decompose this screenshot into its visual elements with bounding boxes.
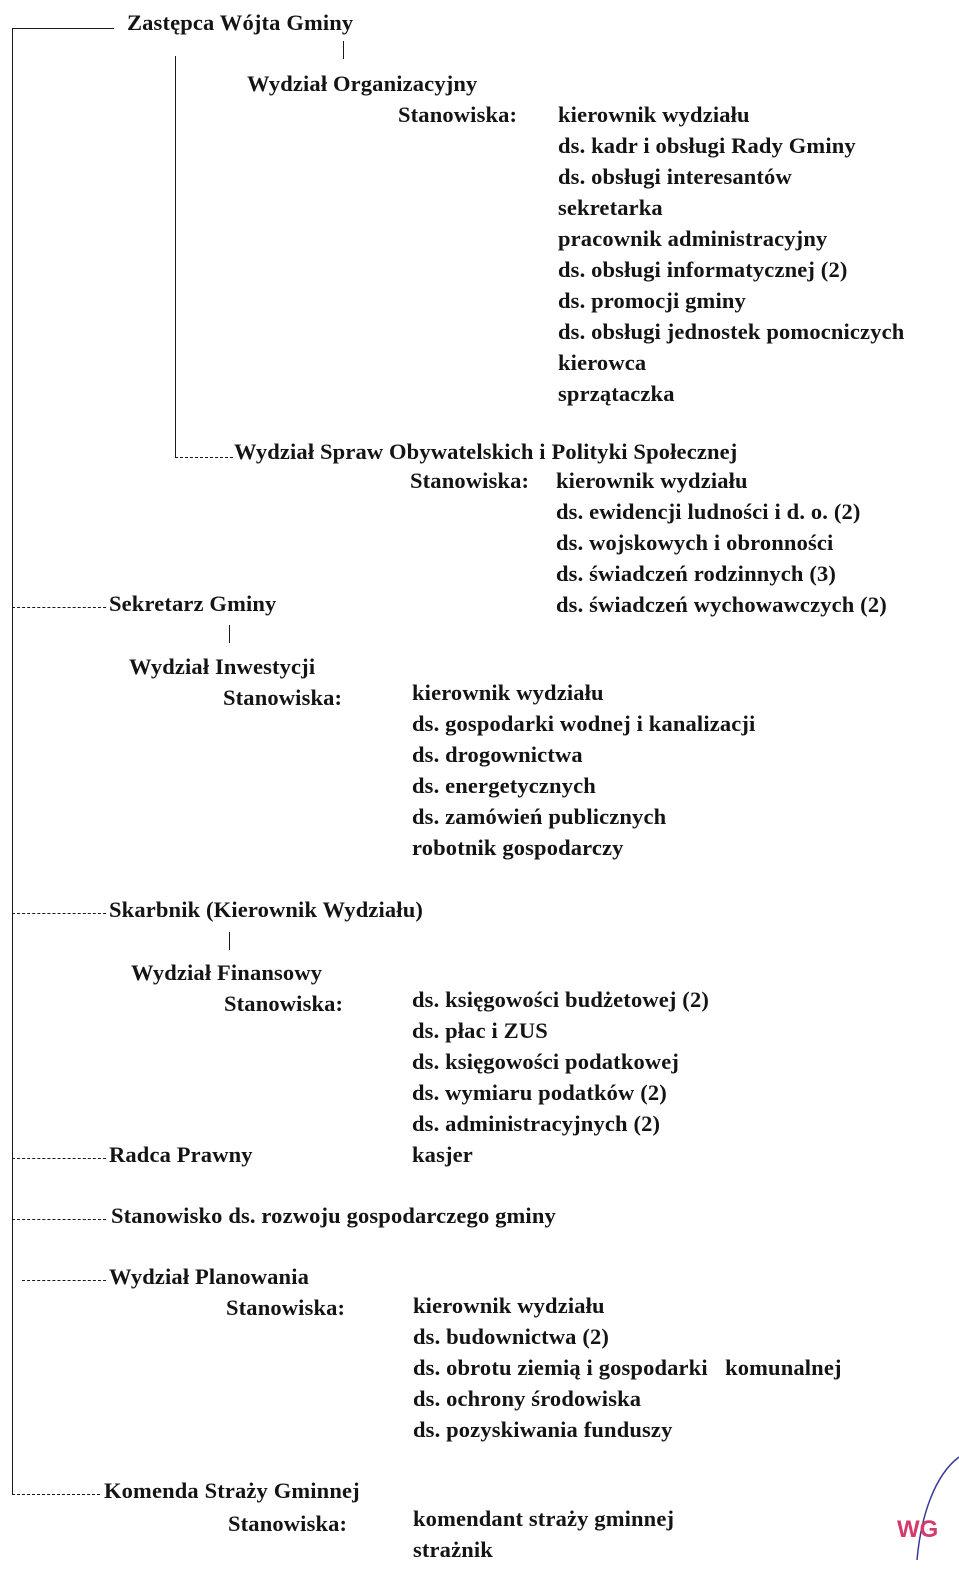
position-item: ds. promocji gminy xyxy=(558,288,746,313)
position-item: kierownik wydziału xyxy=(412,680,604,705)
position-item: ds. energetycznych xyxy=(412,773,596,798)
stamp-text: WG xyxy=(897,1516,938,1543)
position-item: ds. księgowości budżetowej (2) xyxy=(412,987,709,1012)
position-item: ds. obrotu ziemią i gospodarki komunalne… xyxy=(413,1355,842,1380)
connector-legal xyxy=(12,1158,106,1159)
finance-dept-name: Wydział Finansowy xyxy=(131,960,323,985)
position-item: ds. zamówień publicznych xyxy=(412,804,667,829)
finance-positions-label: Stanowiska: xyxy=(224,991,344,1016)
connector-economic-development xyxy=(12,1219,106,1220)
civic-positions-label: Stanowiska: xyxy=(410,468,530,493)
position-item: ds. świadczeń wychowawczych (2) xyxy=(556,592,887,617)
position-item: ds. wojskowych i obronności xyxy=(556,530,834,555)
treasurer-tick xyxy=(229,932,230,950)
deputy-mayor-tick xyxy=(343,41,344,59)
position-item: ds. księgowości podatkowej xyxy=(412,1049,680,1074)
guard-positions-list: komendant straży gminnej strażnik xyxy=(413,1506,675,1570)
position-item: ds. ochrony środowiska xyxy=(413,1386,642,1411)
civic-positions-list: kierownik wydziału ds. ewidencji ludnośc… xyxy=(556,468,887,625)
connector-deputy-mayor xyxy=(12,28,114,29)
position-item: ds. obsługi jednostek pomocniczych xyxy=(558,319,905,344)
guard-positions-label: Stanowiska: xyxy=(228,1511,348,1536)
position-item: kierownik wydziału xyxy=(556,468,748,493)
deputy-mayor-branch-line xyxy=(175,56,176,457)
connector-treasurer xyxy=(12,913,106,914)
secretary-tick xyxy=(229,625,230,643)
position-item: komendant straży gminnej xyxy=(413,1506,675,1531)
deputy-mayor-title: Zastępca Wójta Gminy xyxy=(127,10,354,35)
connector-planning xyxy=(22,1280,106,1281)
planning-dept-name: Wydział Planowania xyxy=(109,1264,310,1289)
position-item: ds. obsługi informatycznej (2) xyxy=(558,257,848,282)
position-item: ds. budownictwa (2) xyxy=(413,1324,610,1349)
investment-positions-label: Stanowiska: xyxy=(223,685,343,710)
organizational-positions-list: kierownik wydziału ds. kadr i obsługi Ra… xyxy=(558,102,905,414)
position-item: ds. ewidencji ludności i d. o. (2) xyxy=(556,499,861,524)
position-item: pracownik administracyjny xyxy=(558,226,828,251)
organizational-dept-name: Wydział Organizacyjny xyxy=(247,71,478,96)
main-spine-line xyxy=(12,28,13,1494)
civic-dept-name: Wydział Spraw Obywatelskich i Polityki S… xyxy=(234,439,738,464)
planning-positions-label: Stanowiska: xyxy=(226,1295,346,1320)
position-item: sprzątaczka xyxy=(558,381,675,406)
position-item: ds. gospodarki wodnej i kanalizacji xyxy=(412,711,756,736)
economic-development-title: Stanowisko ds. rozwoju gospodarczego gmi… xyxy=(111,1203,556,1228)
planning-positions-list: kierownik wydziału ds. budownictwa (2) d… xyxy=(413,1293,842,1450)
stamp-signature-icon: WG xyxy=(897,1456,959,1560)
position-item: ds. kadr i obsługi Rady Gminy xyxy=(558,133,856,158)
position-item: kierownik wydziału xyxy=(413,1293,605,1318)
treasurer-title: Skarbnik (Kierownik Wydziału) xyxy=(109,897,424,922)
position-item: kasjer xyxy=(412,1142,473,1167)
position-item: ds. drogownictwa xyxy=(412,742,583,767)
connector-civic-dept xyxy=(175,457,233,458)
position-item: ds. obsługi interesantów xyxy=(558,164,792,189)
secretary-title: Sekretarz Gminy xyxy=(109,591,277,616)
position-item: strażnik xyxy=(413,1537,493,1562)
position-item: ds. administracyjnych (2) xyxy=(412,1111,661,1136)
organizational-positions-label: Stanowiska: xyxy=(398,102,518,127)
position-item: kierownik wydziału xyxy=(558,102,750,127)
position-item: sekretarka xyxy=(558,195,663,220)
connector-guard xyxy=(12,1494,100,1495)
investment-dept-name: Wydział Inwestycji xyxy=(129,654,316,679)
position-item: ds. świadczeń rodzinnych (3) xyxy=(556,561,837,586)
position-item: kierowca xyxy=(558,350,647,375)
investment-positions-list: kierownik wydziału ds. gospodarki wodnej… xyxy=(412,680,756,868)
connector-secretary xyxy=(12,607,106,608)
legal-title: Radca Prawny xyxy=(109,1142,253,1167)
finance-positions-list: ds. księgowości budżetowej (2) ds. płac … xyxy=(412,987,709,1175)
position-item: ds. płac i ZUS xyxy=(412,1018,548,1043)
position-item: robotnik gospodarczy xyxy=(412,835,624,860)
guard-dept-name: Komenda Straży Gminnej xyxy=(104,1478,360,1503)
position-item: ds. pozyskiwania funduszy xyxy=(413,1417,673,1442)
position-item: ds. wymiaru podatków (2) xyxy=(412,1080,667,1105)
